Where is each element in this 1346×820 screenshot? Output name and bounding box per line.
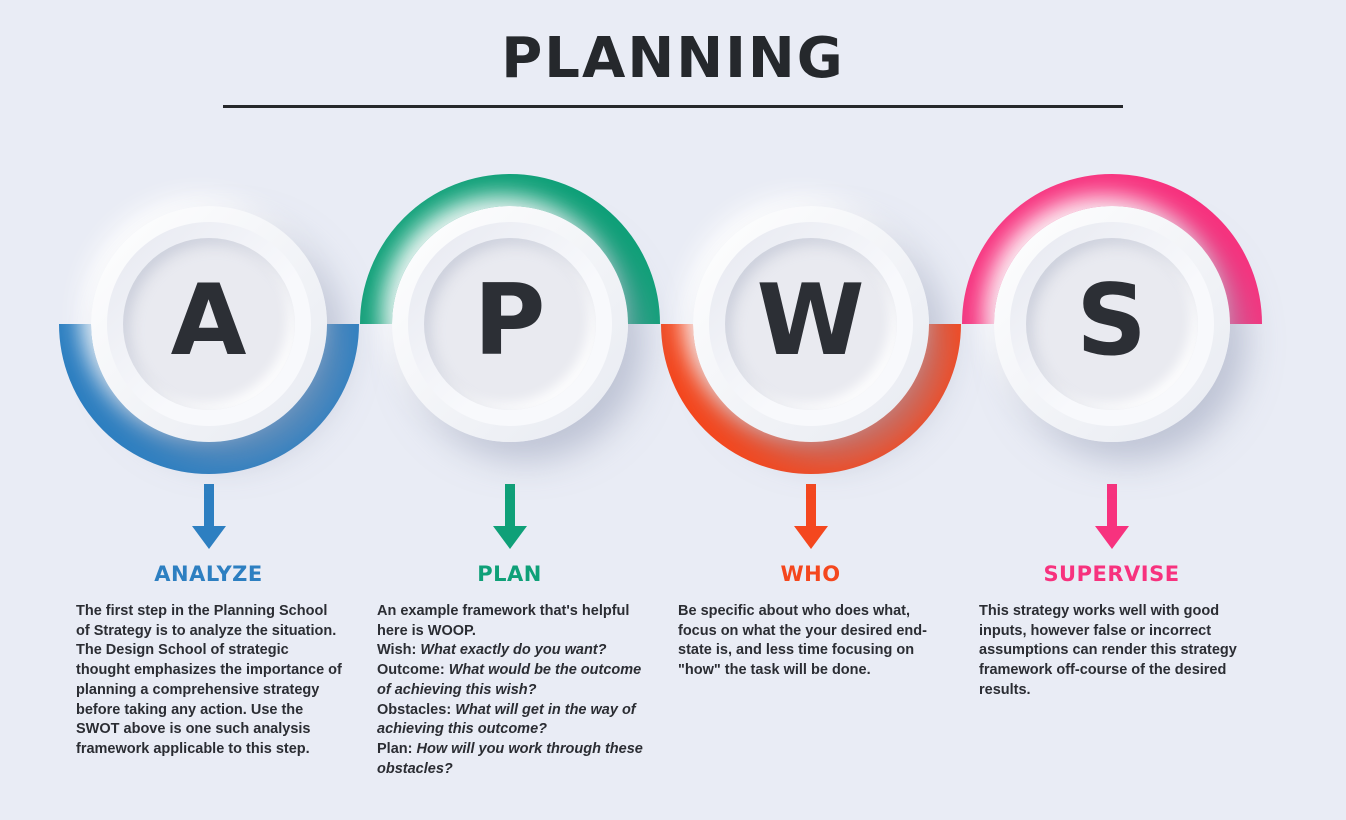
woop-text: What exactly do you want? <box>420 642 607 659</box>
step-letter: S <box>1076 264 1147 378</box>
step-circle-inner: W <box>724 238 897 410</box>
woop-text: What would be the outcome of achieving t… <box>377 662 642 698</box>
step-arc <box>961 174 1262 324</box>
step-circle-inner: P <box>423 238 596 410</box>
step-letter: P <box>473 264 546 378</box>
step-arc <box>58 324 359 474</box>
circle-zone: A <box>58 174 359 474</box>
step-description: Be specific about who does what, focus o… <box>678 603 927 679</box>
woop-item-obstacles: Obstacles: What will get in the way of a… <box>377 701 644 740</box>
step-column-supervise: S SUPERVISE This strategy works well wit… <box>961 174 1262 779</box>
step-description: The first step in the Planning School of… <box>76 603 342 758</box>
step-description: An example framework that's helpful here… <box>359 602 660 779</box>
arrow-shaft <box>1106 484 1117 526</box>
step-circle: P <box>391 206 628 442</box>
arrow-shaft <box>805 484 816 526</box>
circle-zone: P <box>359 174 660 474</box>
woop-term: Plan: <box>377 741 413 758</box>
arrow-head <box>793 526 828 549</box>
page-title: PLANNING <box>501 26 845 91</box>
header: PLANNING <box>0 0 1346 108</box>
circle-zone: S <box>961 174 1262 474</box>
title-underline <box>223 105 1123 108</box>
woop-term: Wish: <box>377 642 417 659</box>
step-letter: W <box>756 264 865 378</box>
step-label: ANALYZE <box>154 562 263 586</box>
woop-item-wish: Wish: What exactly do you want? <box>377 641 644 661</box>
step-letter: A <box>170 264 247 378</box>
step-column-analyze: A ANALYZE The first step in the Planning… <box>58 174 359 779</box>
woop-intro: An example framework that's helpful here… <box>377 603 630 639</box>
step-arc <box>660 324 961 474</box>
down-arrow-icon <box>58 474 359 554</box>
circle-zone: W <box>660 174 961 474</box>
step-circle-inner: A <box>122 238 295 410</box>
step-description: This strategy works well with good input… <box>979 603 1237 698</box>
woop-text: How will you work through these obstacle… <box>377 741 643 777</box>
step-label: WHO <box>780 562 841 586</box>
woop-item-plan: Plan: How will you work through these ob… <box>377 740 644 779</box>
arrow-head <box>492 526 527 549</box>
down-arrow-icon <box>961 474 1262 554</box>
woop-item-outcome: Outcome: What would be the outcome of ac… <box>377 661 644 700</box>
step-circle-inner: S <box>1025 238 1198 410</box>
step-circle: A <box>90 206 327 442</box>
arrow-shaft <box>203 484 214 526</box>
arrow-shaft <box>504 484 515 526</box>
arrow-head <box>1094 526 1129 549</box>
step-label: PLAN <box>477 562 542 586</box>
down-arrow-icon <box>660 474 961 554</box>
step-column-plan: P PLAN An example framework that's helpf… <box>359 174 660 779</box>
woop-term: Obstacles: <box>377 701 452 718</box>
down-arrow-icon <box>359 474 660 554</box>
step-label: SUPERVISE <box>1043 562 1180 586</box>
woop-text: What will get in the way of achieving th… <box>377 701 636 738</box>
arrow-head <box>191 526 226 549</box>
step-column-who: W WHO Be specific about who does what, f… <box>660 174 961 779</box>
steps-row: A ANALYZE The first step in the Planning… <box>58 174 1262 779</box>
woop-term: Outcome: <box>377 662 445 679</box>
step-arc <box>359 174 660 324</box>
step-circle: S <box>993 206 1230 442</box>
step-circle: W <box>692 206 929 442</box>
